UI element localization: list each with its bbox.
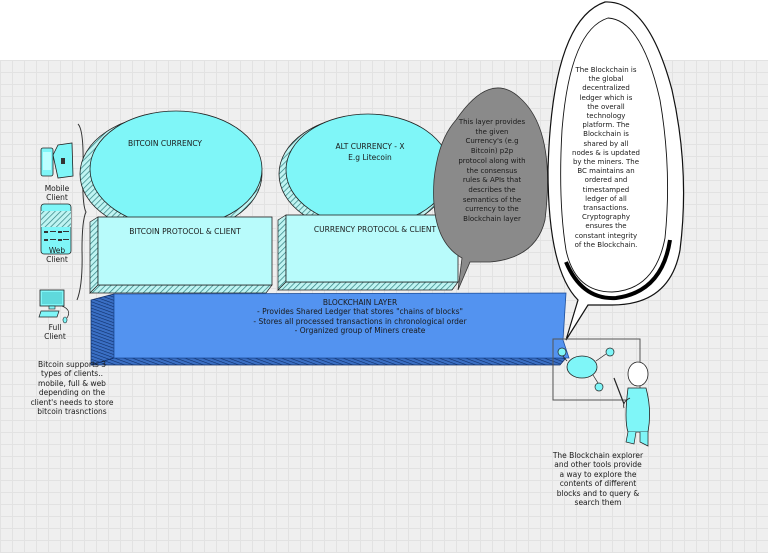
- explorer-line: a way to explore the: [559, 469, 637, 479]
- explorer-line: contents of different: [559, 479, 637, 489]
- mobile-label-line1: Mobile: [44, 184, 70, 193]
- note-line: mobile, full & web: [38, 378, 106, 388]
- blockchain-layer-text: BLOCKCHAIN LAYER - Provides Shared Ledge…: [200, 298, 520, 336]
- bubble-line: semantics of the: [462, 195, 522, 204]
- bubble-line: This layer provides: [458, 118, 526, 126]
- alt-currency-ellipse: [285, 113, 451, 227]
- bubble-line: ledger which is: [579, 93, 633, 102]
- bubble-line: Currency's (e.g: [465, 137, 519, 146]
- alt-currency-title: ALT CURRENCY - X: [335, 142, 405, 151]
- bubble-line: ordered and: [584, 176, 628, 185]
- bubble-line: nodes & is updated: [572, 148, 640, 157]
- note-line: client's needs to store: [30, 397, 114, 407]
- mobile-client-icon: [40, 142, 74, 179]
- web-label-line2: Client: [46, 255, 68, 264]
- web-client-icon: [40, 203, 72, 255]
- blockchain-layer-box: [113, 292, 570, 359]
- blockchain-layer-title: BLOCKCHAIN LAYER: [322, 298, 398, 307]
- alt-currency-example: E.g Litecoin: [348, 153, 392, 162]
- protocol-speech-bubble: [433, 87, 548, 291]
- bubble-line: the consensus: [466, 166, 518, 175]
- bubble-line: of the Blockchain.: [574, 240, 638, 249]
- bubble-line: BC maintains an: [577, 167, 635, 176]
- bubble-line: constant integrity: [574, 231, 638, 240]
- note-line: Bitcoin supports 3: [38, 360, 106, 369]
- bubble-line: The Blockchain is: [575, 66, 637, 74]
- currency-protocol-label: CURRENCY PROTOCOL & CLIENT: [313, 225, 437, 234]
- explorer-line: search them: [574, 498, 622, 508]
- bubble-line: the global: [588, 75, 624, 84]
- mobile-client-label: Mobile Client: [36, 184, 78, 202]
- full-label-line2: Client: [44, 332, 66, 341]
- bubble-line: platform. The: [582, 121, 630, 130]
- web-label-line1: Web: [48, 246, 66, 255]
- bitcoin-currency-label: BITCOIN CURRENCY: [127, 139, 203, 148]
- bubble-line: by the miners. The: [572, 158, 640, 167]
- bubble-line: transactions.: [583, 204, 629, 213]
- bubble-line: ensures the: [585, 222, 627, 231]
- note-line: depending on the: [38, 388, 106, 398]
- bubble-line: the given: [475, 127, 509, 136]
- bitcoin-currency-ellipse: [89, 110, 263, 228]
- bubble-line: timestamped: [582, 185, 630, 194]
- full-client-label: Full Client: [34, 323, 76, 341]
- blockchain-speech-bubble: [547, 1, 685, 341]
- bubble-line: Cryptography: [581, 213, 630, 222]
- full-label-line1: Full: [48, 323, 62, 332]
- mobile-label-line2: Client: [46, 193, 68, 202]
- bubble-line: rules & APIs that: [462, 176, 522, 185]
- presenter-figure: [613, 361, 650, 447]
- explorer-line: and other tools provide: [554, 460, 642, 470]
- explorer-note: The Blockchain explorer and other tools …: [548, 451, 648, 507]
- currency-protocol-box: [285, 214, 459, 283]
- alt-currency-label: ALT CURRENCY - X E.g Litecoin: [310, 141, 430, 163]
- full-client-icon: [38, 289, 69, 324]
- blockchain-bullet: - Provides Shared Ledger that stores "ch…: [256, 307, 464, 317]
- blockchain-bubble-text: The Blockchain is the global decentraliz…: [565, 66, 647, 250]
- bubble-line: Blockchain is: [583, 130, 629, 139]
- bubble-line: currency to the: [465, 205, 519, 214]
- explorer-line: The Blockchain explorer: [552, 451, 644, 460]
- bubble-line: ledger of all: [585, 194, 627, 203]
- note-line: types of clients..: [41, 369, 103, 379]
- bubble-line: shared by all: [583, 139, 629, 148]
- bubble-line: protocol along with: [458, 156, 526, 165]
- bubble-line: decentralized: [582, 84, 630, 93]
- bubble-line: Bitcoin) p2p: [470, 147, 514, 156]
- clients-note: Bitcoin supports 3 types of clients.. mo…: [22, 360, 122, 416]
- bubble-line: technology: [586, 112, 626, 121]
- bubble-line: Blockchain layer: [463, 215, 521, 224]
- brace: [76, 123, 87, 301]
- explorer-line: blocks and to query &: [556, 488, 640, 498]
- blockchain-bullet: - Organized group of Miners create: [294, 326, 426, 336]
- bitcoin-protocol-box: [97, 216, 273, 286]
- blockchain-bullet: - Stores all processed transactions in c…: [253, 316, 467, 326]
- bubble-line: the overall: [587, 102, 625, 111]
- note-line: bitcoin trasnctions: [37, 407, 107, 417]
- web-client-label: Web Client: [36, 246, 78, 264]
- bitcoin-protocol-label: BITCOIN PROTOCOL & CLIENT: [129, 227, 241, 236]
- protocol-bubble-text: This layer provides the given Currency's…: [452, 118, 532, 225]
- bubble-line: describes the: [468, 185, 516, 194]
